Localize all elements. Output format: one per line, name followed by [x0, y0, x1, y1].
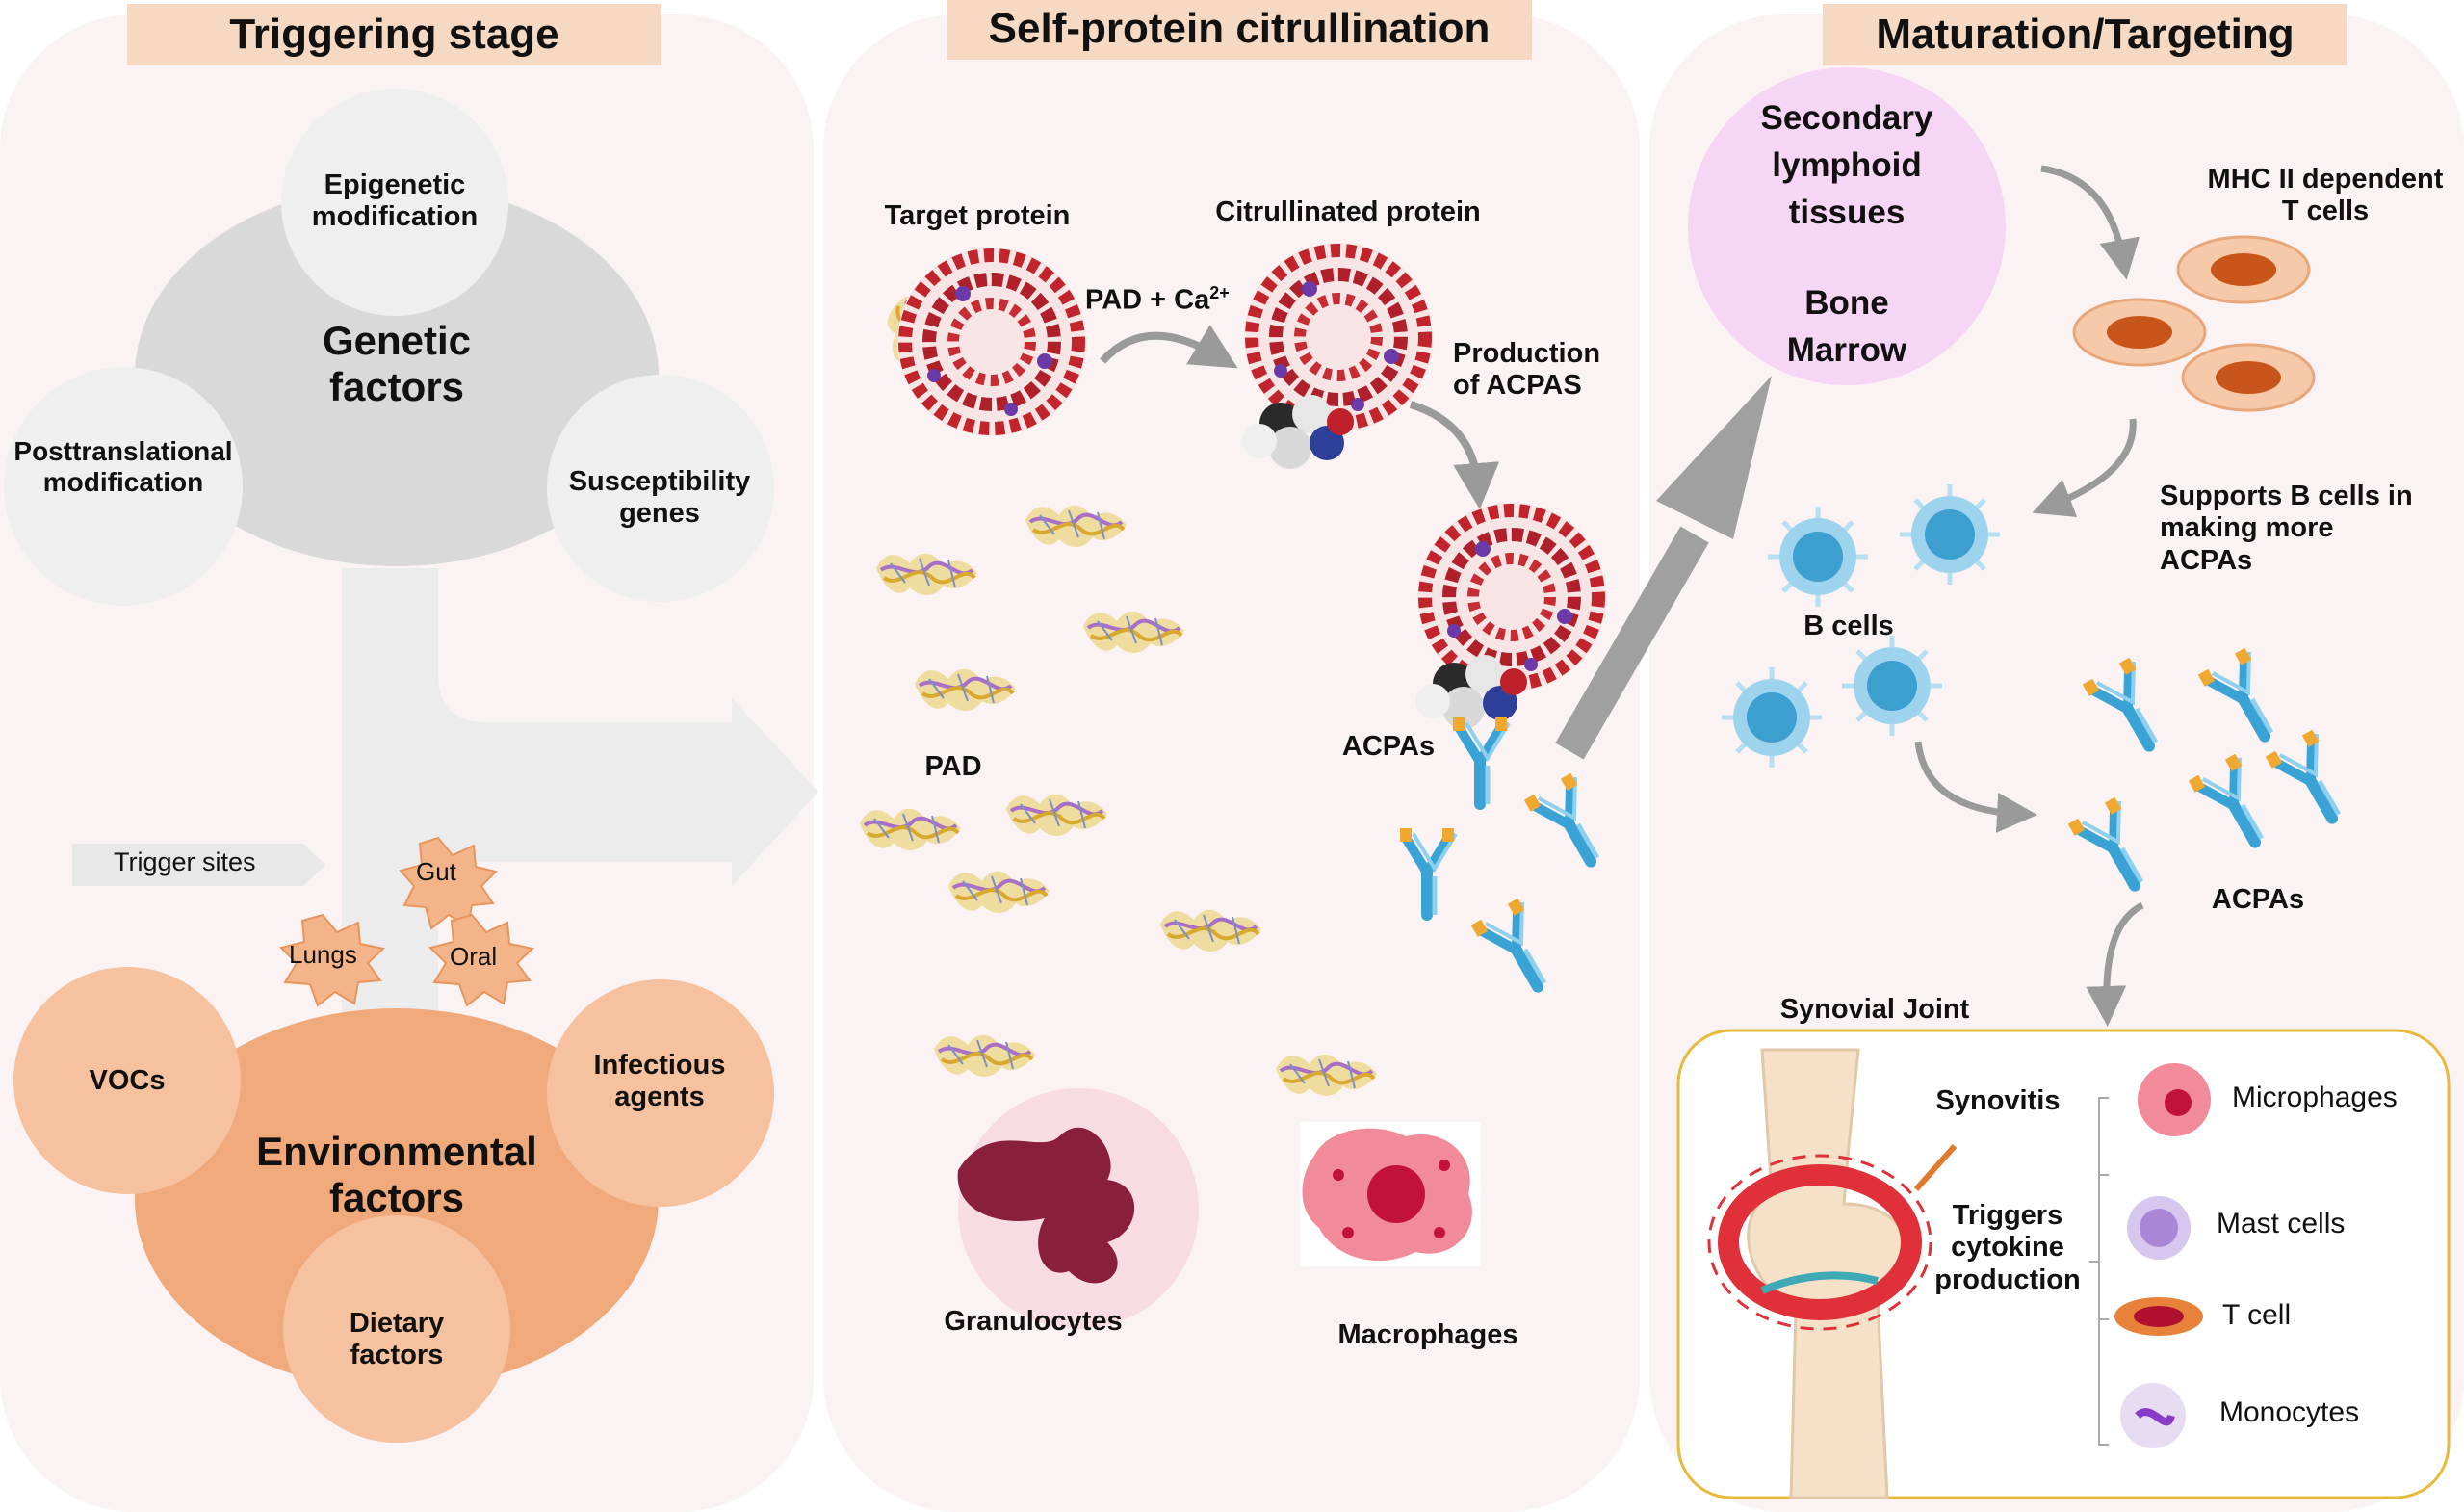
environmental-factors-ellipse — [135, 1008, 659, 1390]
acpas-label: ACPAs — [1341, 731, 1436, 762]
supports-arrow — [2032, 418, 2137, 517]
gut-label: Gut — [416, 857, 456, 886]
susceptibility-circle — [547, 375, 774, 602]
pad-ca-label: PAD + Ca2+ — [1085, 283, 1230, 316]
citrullinated-protein-label: Citrullinated protein — [1215, 196, 1481, 227]
pad-label: PAD — [924, 751, 982, 782]
lymphoid-circle — [1688, 67, 2006, 385]
trigger-sites-label: Trigger sites — [114, 847, 256, 876]
monocytes-label: Monocytes — [2219, 1396, 2360, 1428]
genetic-factors-title: Genetic factors — [322, 318, 472, 410]
t-cell — [2181, 343, 2316, 412]
dietary-label: Dietary factors — [349, 1308, 445, 1371]
citrullination-header: Self-protein citrullination — [947, 0, 1532, 60]
epigenetic-label: Epigenetic modification — [311, 169, 479, 233]
b-cells-label: B cells — [1803, 611, 1894, 641]
vocs-circle — [13, 967, 241, 1194]
secondary-lymphoid-label: Secondary lymphoid tissues — [1760, 99, 1933, 231]
posttranslational-label: Posttranslational modification — [13, 436, 233, 498]
synovitis-label: Synovitis — [1935, 1085, 2061, 1116]
acpas-maturation-label: ACPAs — [2211, 884, 2305, 915]
lungs-starburst — [279, 913, 386, 1007]
synovitis-arrow — [1913, 1144, 1958, 1191]
target-protein-art — [897, 248, 1086, 436]
maturation-arrow — [1555, 526, 1709, 760]
microphages-label: Microphages — [2232, 1082, 2398, 1113]
mast-cells-label: Mast cells — [2217, 1208, 2346, 1239]
lungs-label: Lungs — [289, 940, 357, 969]
oral-label: Oral — [450, 942, 498, 971]
granulocytes-label: Granulocytes — [944, 1306, 1123, 1337]
trigger-sites-arrow — [72, 844, 325, 886]
synovial-arrow — [2086, 901, 2144, 1027]
macrophages-label: Macrophages — [1337, 1319, 1518, 1350]
pad-arrow — [1100, 325, 1238, 369]
mhc-arrow — [2040, 165, 2140, 280]
infectious-label: Infectious agents — [593, 1050, 726, 1113]
posttranslational-circle — [4, 367, 243, 606]
citrullinated-protein-art — [1244, 243, 1433, 431]
mhc-label: MHC II dependent T cells — [2207, 164, 2444, 227]
susceptibility-label: Susceptibility genes — [568, 466, 751, 530]
epigenetic-circle — [281, 89, 508, 316]
bone-marrow-label: Bone Marrow — [1786, 284, 1907, 369]
production-arrow — [1409, 401, 1500, 509]
environmental-factors-title: Environmental factors — [256, 1129, 537, 1221]
b-cell-arrow — [1914, 741, 2037, 833]
genetic-factors-ellipse — [135, 185, 659, 566]
triggering-header: Triggering stage — [127, 4, 661, 65]
synovial-joint-label: Synovial Joint — [1779, 994, 1970, 1025]
t-cell — [2176, 235, 2311, 304]
target-protein-label: Target protein — [884, 200, 1071, 231]
infectious-circle — [547, 979, 774, 1207]
acpa-protein-art — [1417, 503, 1606, 691]
oral-starburst — [428, 913, 535, 1007]
maturation-header: Maturation/Targeting — [1823, 4, 2347, 65]
vocs-label: VOCs — [89, 1065, 166, 1096]
triggers-label: Triggers cytokine production — [1934, 1200, 2081, 1295]
supports-label: Supports B cells in making more ACPAs — [2160, 481, 2413, 576]
t-cell-label: T cell — [2222, 1299, 2292, 1331]
cells-bracket — [2089, 1097, 2109, 1446]
flow-arrow — [342, 568, 818, 1035]
t-cell — [2072, 298, 2207, 367]
production-label: Production of ACPAS — [1453, 338, 1601, 402]
dietary-circle — [283, 1215, 510, 1443]
